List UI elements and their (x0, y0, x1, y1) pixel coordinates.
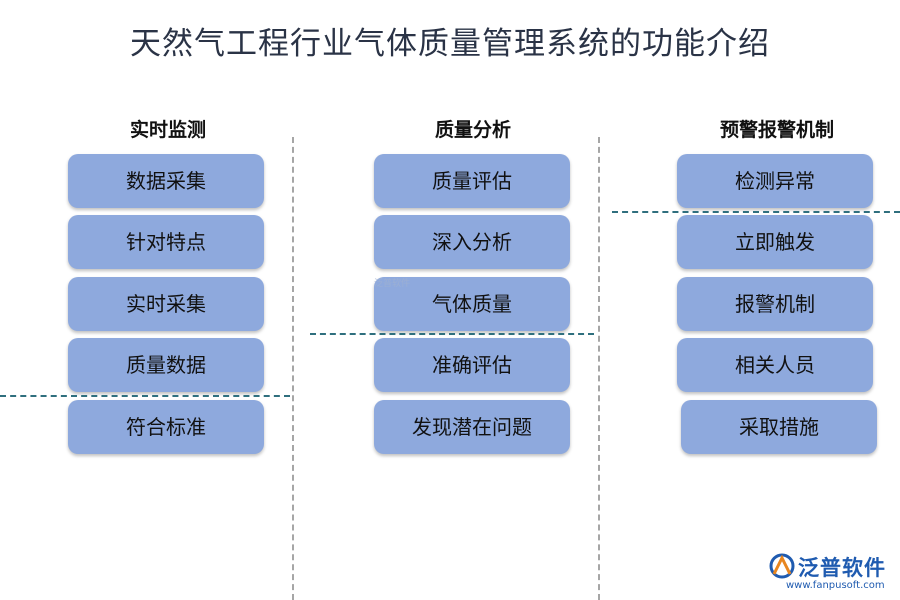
alarm-item: 检测异常 (677, 154, 873, 208)
stage-divider-left (0, 395, 290, 397)
alarm-item: 相关人员 (677, 338, 873, 392)
alarm-item: 采取措施 (681, 400, 877, 454)
alarm-item: 立即触发 (677, 215, 873, 269)
monitoring-item: 质量数据 (68, 338, 264, 392)
monitoring-item: 数据采集 (68, 154, 264, 208)
column-divider-right (598, 137, 600, 600)
brand-name: 泛普软件 (798, 556, 886, 580)
alarm-item: 报警机制 (677, 277, 873, 331)
column-divider-left (292, 137, 294, 600)
analysis-item: 深入分析 (374, 215, 570, 269)
watermark: 泛普软件 (374, 279, 411, 289)
analysis-item: 质量评估 (374, 154, 570, 208)
monitoring-item: 符合标准 (68, 400, 264, 454)
monitoring-item: 实时采集 (68, 277, 264, 331)
page-title: 天然气工程行业气体质量管理系统的功能介绍 (130, 26, 770, 62)
column-heading-analysis: 质量分析 (434, 119, 511, 141)
stage-divider-right (612, 211, 900, 213)
brand-logo: 泛普软件 www.fanpusoft.com (768, 550, 892, 594)
analysis-item: 气体质量 (374, 277, 570, 331)
stage-divider-middle (310, 333, 594, 335)
analysis-item: 准确评估 (374, 338, 570, 392)
analysis-item: 发现潜在问题 (374, 400, 570, 454)
brand-mark-icon (769, 553, 795, 579)
column-heading-alarm: 预警报警机制 (719, 119, 834, 141)
monitoring-item: 针对特点 (68, 215, 264, 269)
brand-url: www.fanpusoft.com (786, 580, 885, 591)
column-heading-monitoring: 实时监测 (129, 119, 206, 141)
